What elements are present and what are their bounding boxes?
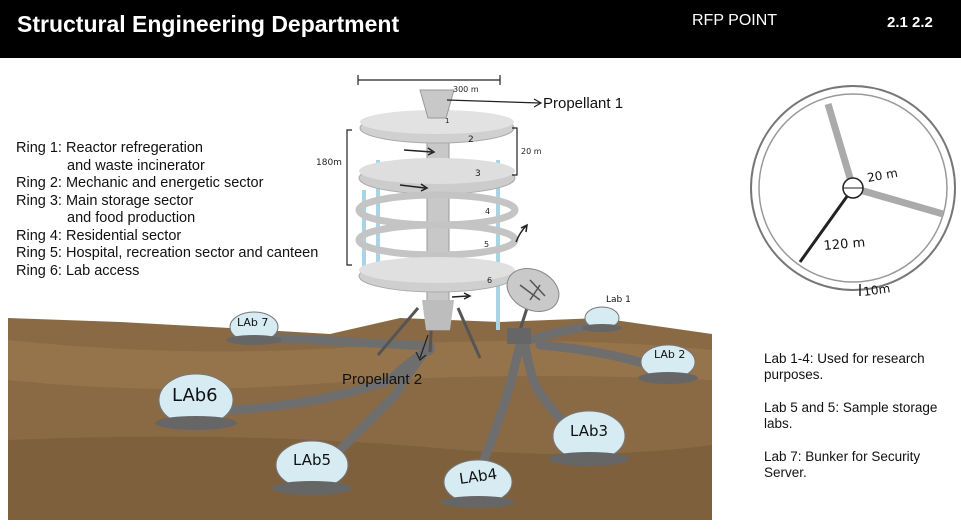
lab-note-1: Lab 1-4: Used for research purposes.	[764, 351, 925, 382]
propellant-bottom-label: Propellant 2	[342, 371, 422, 388]
ring1-line2: and waste incinerator	[67, 157, 205, 174]
lab7-label: LAb 7	[237, 316, 268, 329]
tower-base	[422, 300, 454, 330]
ring-number-5: 5	[484, 240, 489, 249]
ring2-text: Ring 2: Mechanic and energetic sector	[16, 175, 264, 191]
ring-number-4: 4	[485, 207, 490, 216]
ring-number-3: 3	[475, 169, 481, 179]
lab3-label: LAb3	[570, 422, 608, 440]
ring3-line2: and food production	[67, 210, 196, 226]
tower-rings	[355, 110, 519, 293]
ground-dark-band	[8, 436, 712, 520]
lab6-label: LAb6	[172, 385, 218, 406]
rim-label: 10m	[862, 281, 891, 299]
page-title: Structural Engineering Department	[17, 11, 400, 37]
ring-number-1: 1	[445, 117, 449, 125]
domes	[155, 306, 698, 508]
ring5-text: Ring 5: Hospital, recreation sector and …	[16, 245, 319, 261]
lab-note-3: Lab 7: Bunker for Security Server.	[764, 449, 921, 480]
ring-spacing-label: 20 m	[521, 147, 542, 156]
width-label: 300 m	[453, 85, 479, 94]
rotation-arrows	[399, 147, 528, 300]
lab-note-2: Lab 5 and 5: Sample storage labs.	[764, 400, 938, 431]
lab5-label: LAb5	[293, 451, 331, 469]
ring3-line1: Ring 3: Main storage sector	[16, 192, 194, 209]
spoke-label: 120 m	[823, 235, 866, 254]
tunnel-lab7	[270, 333, 435, 351]
propellant-top-label: Propellant 1	[543, 95, 623, 112]
tunnel-lab2	[535, 340, 655, 370]
ring-5	[355, 221, 519, 259]
lab1-label: Lab 1	[606, 295, 631, 305]
ring6-text: Ring 6: Lab access	[16, 262, 140, 279]
ring-number-6: 6	[487, 276, 492, 285]
satellite-dish	[506, 268, 560, 344]
header-bar: Structural Engineering Department RFP PO…	[0, 0, 961, 58]
ring-number-2: 2	[468, 135, 474, 145]
height-label: 180m	[316, 158, 342, 168]
lab-notes: Lab 1-4: Used for research purposes. Lab…	[764, 351, 944, 498]
hub-label: 20 m	[866, 166, 899, 185]
lab2-label: LAb 2	[654, 348, 685, 361]
tunnel-lab4	[475, 340, 525, 475]
tower-dimensions	[346, 75, 543, 361]
ring-legend: Ring 1: Reactor refregeration and waste …	[16, 140, 318, 280]
wheel-diagram	[750, 85, 956, 296]
section-numbers: 2.1 2.2	[887, 14, 933, 31]
ring1-line1: Ring 1: Reactor refregeration	[16, 140, 203, 156]
tower-top-cap	[419, 89, 455, 119]
ring4-text: Ring 4: Residential sector	[16, 227, 182, 244]
header-center-label: RFP POINT	[692, 12, 778, 29]
lab4-label: LAb4	[458, 465, 498, 488]
